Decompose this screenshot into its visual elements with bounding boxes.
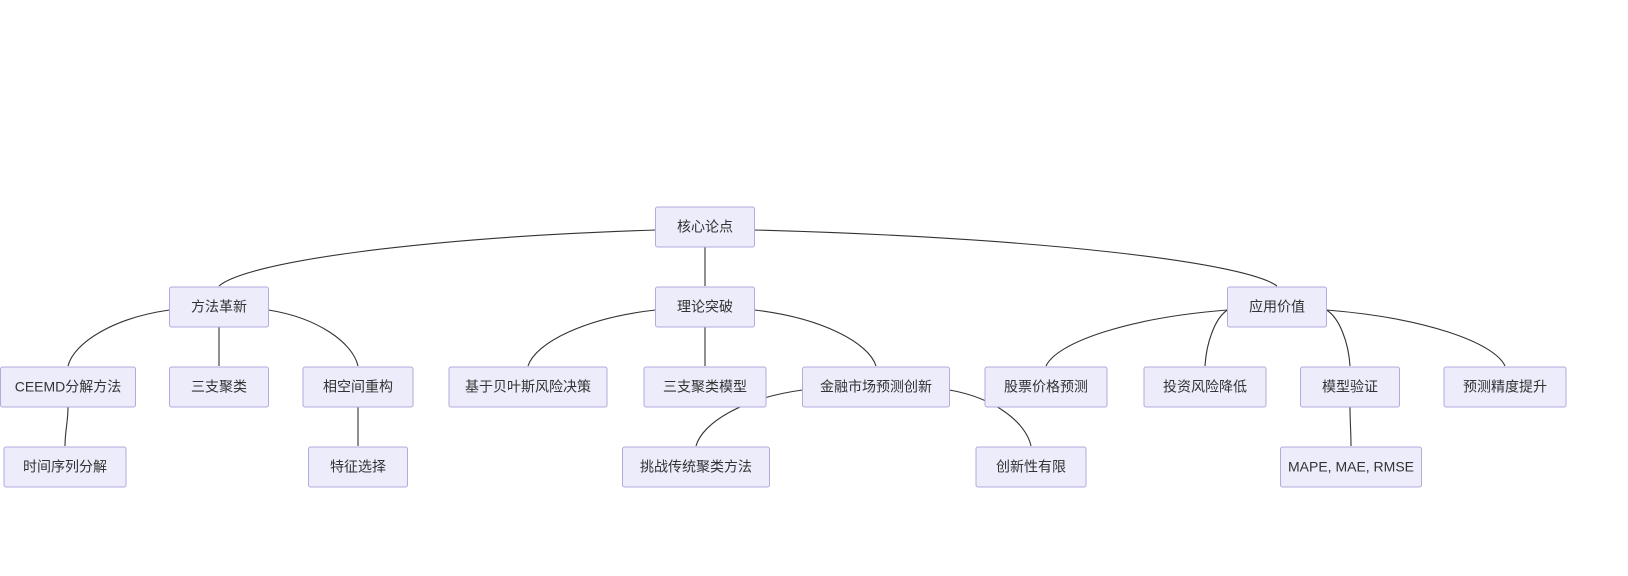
node-box[interactable] — [1443, 366, 1567, 408]
node-box[interactable] — [655, 206, 755, 248]
flowchart-edge — [64, 406, 69, 447]
flowchart-node[interactable]: 核心论点 — [655, 206, 755, 248]
flowchart-node[interactable]: 挑战传统聚类方法 — [622, 446, 770, 488]
node-box[interactable] — [302, 366, 414, 408]
node-box[interactable] — [0, 366, 136, 408]
node-box[interactable] — [802, 366, 950, 408]
node-box[interactable] — [1143, 366, 1267, 408]
flowchart-edge — [754, 229, 1278, 287]
flowchart-edge — [949, 389, 1032, 447]
node-label: 三支聚类 — [191, 379, 247, 395]
node-label: 金融市场预测创新 — [820, 379, 932, 395]
node-box[interactable] — [622, 446, 770, 488]
flowchart-node[interactable]: 预测精度提升 — [1443, 366, 1567, 408]
node-box[interactable] — [643, 366, 767, 408]
flowchart-edge — [1204, 309, 1228, 367]
node-box[interactable] — [1300, 366, 1400, 408]
flowchart-node[interactable]: 应用价值 — [1227, 286, 1327, 328]
node-box[interactable] — [975, 446, 1087, 488]
flowchart-node[interactable]: 理论突破 — [655, 286, 755, 328]
flowchart-edge — [1326, 309, 1506, 367]
flowchart-edge — [1349, 406, 1352, 447]
node-label: 相空间重构 — [323, 379, 393, 395]
node-box[interactable] — [448, 366, 608, 408]
node-box[interactable] — [1280, 446, 1422, 488]
node-label: 核心论点 — [677, 219, 733, 235]
node-box[interactable] — [1227, 286, 1327, 328]
node-box[interactable] — [308, 446, 408, 488]
flowchart-node[interactable]: 方法革新 — [169, 286, 269, 328]
node-label: 挑战传统聚类方法 — [640, 459, 752, 475]
node-label: 三支聚类模型 — [663, 379, 747, 395]
node-label: MAPE, MAE, RMSE — [1288, 459, 1414, 475]
flowchart-edge — [218, 229, 656, 287]
node-box[interactable] — [3, 446, 127, 488]
node-box[interactable] — [169, 286, 269, 328]
flowchart-node[interactable]: 基于贝叶斯风险决策 — [448, 366, 608, 408]
flowchart-node[interactable]: 模型验证 — [1300, 366, 1400, 408]
flowchart-node[interactable]: 三支聚类模型 — [643, 366, 767, 408]
node-label: 方法革新 — [191, 299, 247, 315]
flowchart-node[interactable]: 特征选择 — [308, 446, 408, 488]
edge-layer — [60, 229, 1513, 457]
flowchart-edge — [695, 389, 803, 447]
node-label: 投资风险降低 — [1163, 379, 1247, 395]
node-label: 股票价格预测 — [1004, 379, 1088, 395]
flowchart-node[interactable]: 创新性有限 — [975, 446, 1087, 488]
node-box[interactable] — [984, 366, 1108, 408]
flowchart-node[interactable]: 三支聚类 — [169, 366, 269, 408]
node-label: 特征选择 — [330, 459, 386, 475]
node-box[interactable] — [655, 286, 755, 328]
flowchart-node[interactable]: CEEMD分解方法 — [0, 366, 136, 408]
node-box[interactable] — [169, 366, 269, 408]
flowchart-edge — [1326, 309, 1351, 367]
flowchart-edge — [527, 309, 656, 367]
flowchart-edge — [1045, 309, 1228, 367]
flowchart-node[interactable]: 股票价格预测 — [984, 366, 1108, 408]
node-label: 基于贝叶斯风险决策 — [465, 379, 591, 395]
node-label: 时间序列分解 — [23, 459, 107, 475]
node-label: CEEMD分解方法 — [15, 379, 122, 395]
node-label: 应用价值 — [1249, 299, 1305, 315]
node-label: 预测精度提升 — [1463, 379, 1547, 395]
node-label: 理论突破 — [677, 299, 733, 315]
flowchart-node[interactable]: 时间序列分解 — [3, 446, 127, 488]
node-label: 模型验证 — [1322, 379, 1378, 395]
flowchart-node[interactable]: 金融市场预测创新 — [802, 366, 950, 408]
flowchart-node[interactable]: 投资风险降低 — [1143, 366, 1267, 408]
flowchart-node[interactable]: MAPE, MAE, RMSE — [1280, 446, 1422, 488]
flowchart-edge — [754, 309, 877, 367]
node-label: 创新性有限 — [996, 459, 1066, 475]
flowchart-edge — [268, 309, 359, 367]
flowchart-node[interactable]: 相空间重构 — [302, 366, 414, 408]
flowchart-edge — [67, 309, 170, 367]
